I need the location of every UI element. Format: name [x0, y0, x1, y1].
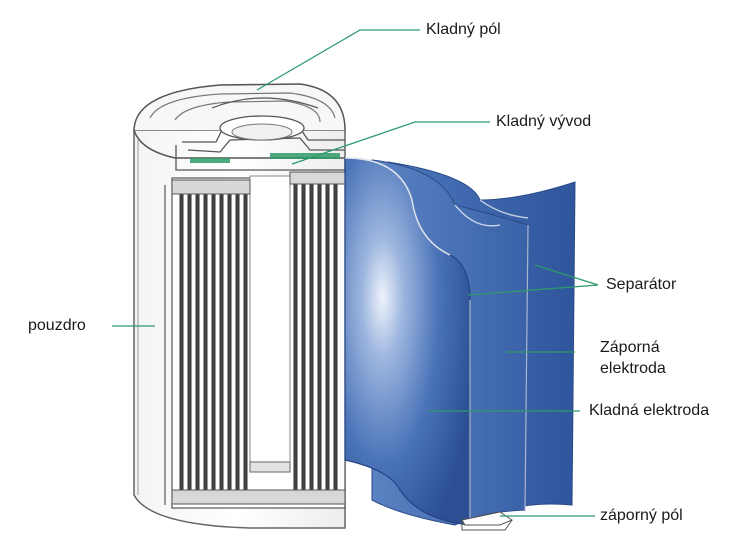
electrode-plate [227, 193, 232, 491]
electrode-plate [187, 193, 192, 491]
electrode-plate [219, 193, 224, 491]
electrode-plate [243, 193, 248, 491]
electrode-plate [195, 193, 200, 491]
label-positive-electrode: Kladná elektroda [589, 402, 710, 419]
electrode-plate [301, 183, 306, 491]
top-cap [133, 83, 346, 171]
leader-separator-2 [534, 264, 599, 286]
unrolled-electrode-sheets [344, 157, 576, 531]
electrode-plate [293, 183, 298, 491]
label-positive-pole: Kladný pól [426, 21, 501, 38]
electrode-plate [333, 183, 338, 491]
electrode-plate [325, 183, 330, 491]
label-negative-electrode-line2: elektroda [600, 360, 666, 377]
electrode-plate [203, 193, 208, 491]
label-negative-pole: záporný pól [600, 507, 683, 524]
leader-positive-lead [291, 121, 490, 165]
electrode-plate [317, 183, 322, 491]
leader-lines [112, 29, 599, 517]
electrode-plate [235, 193, 240, 491]
label-separator: Separátor [606, 276, 677, 293]
electrode-plates [171, 171, 346, 509]
label-negative-electrode-line1: Záporná [600, 339, 660, 356]
leader-positive-pole [256, 29, 420, 91]
electrode-plate [211, 193, 216, 491]
electrode-plate [179, 193, 184, 491]
label-casing: pouzdro [28, 317, 86, 334]
electrode-plate [309, 183, 314, 491]
leader-separator-1 [467, 284, 599, 296]
label-positive-lead: Kladný vývod [496, 113, 592, 130]
